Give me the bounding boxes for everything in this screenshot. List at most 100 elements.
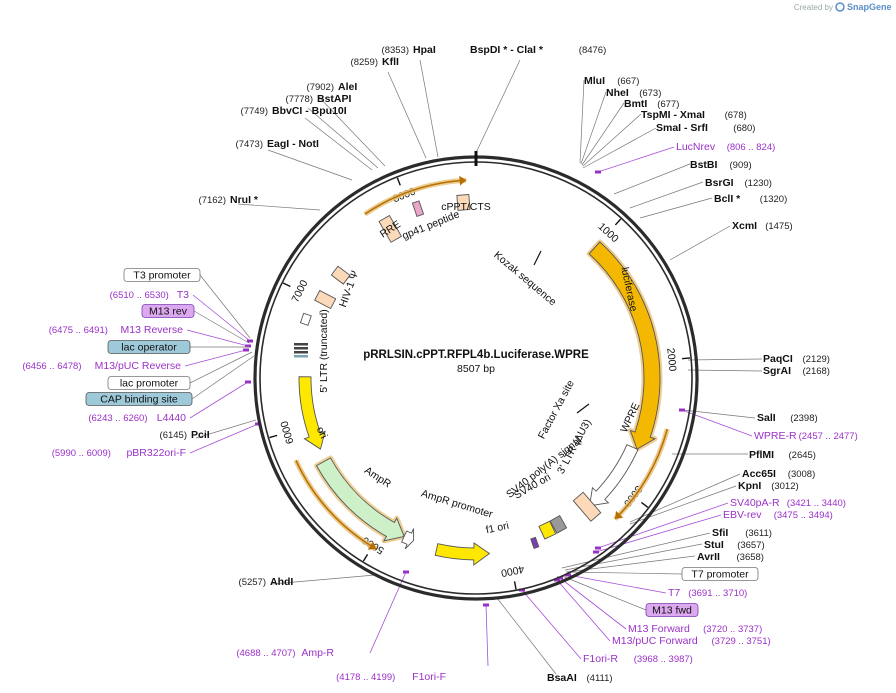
site-leader [579,79,585,164]
site-nrui[interactable]: (7162)NruI * [199,194,259,206]
site-hpai[interactable]: (8353)HpaI [382,44,436,56]
primer-mark [557,576,563,580]
hiv-1-psi-2-feature[interactable] [330,265,351,285]
site-bsrgi[interactable]: BsrGI(1230) [705,177,772,189]
boxed-t3-promoter[interactable]: T3 promoter [123,268,201,282]
site-position: (7902) [307,82,334,93]
site-kfli[interactable]: (8259)KflI [351,56,399,68]
site-leader [564,543,703,571]
primer-range: (2457 .. 2477) [799,431,858,442]
site-mlui[interactable]: MluI(667) [584,75,639,87]
site-sfii[interactable]: SfiI(3611) [712,527,772,539]
site-alei[interactable]: (7902) AleI [307,81,358,93]
site-bstbi[interactable]: BstBI(909) [690,159,752,171]
site-stui[interactable]: StuI(3657) [704,539,765,551]
site-name: AhdI [270,576,293,588]
primer-sv40pa-r[interactable]: SV40pA-R(3421 .. 3440) [730,497,846,509]
primer-m13-puc-forward[interactable]: M13/pUC Forward(3729 .. 3751) [612,635,771,647]
boxed-lac-operator[interactable]: lac operator [107,340,191,354]
primer-lucnrev[interactable]: LucNrev(806 .. 824) [676,141,775,153]
hiv-1-psi-feature[interactable] [314,289,337,310]
boxed-lac-promoter[interactable]: lac promoter [107,376,191,390]
sv40-poly-a-feature[interactable] [538,520,557,540]
boxed-frame [107,376,191,390]
primer-m13-forward[interactable]: M13 Forward(3720 .. 3737) [628,623,762,635]
boxed-text: M13 fwd [652,605,692,617]
site-acc65i[interactable]: Acc65I(3008) [742,468,815,480]
boxed-m13-rev[interactable]: M13 rev [141,304,195,318]
factor-xa-site-label: Factor Xa site [536,378,577,441]
primer-leader [567,574,667,594]
site-tspmi-xmai[interactable]: TspMI - XmaI(678) [641,109,747,121]
boxed-t7-promoter[interactable]: T7 promoter [681,567,759,581]
boxed-leader [561,575,647,611]
boxed-frame [141,304,195,318]
site-kpni[interactable]: KpnI(3012) [738,480,799,492]
f1-ori-feature[interactable] [434,542,491,566]
site-leader [639,197,713,219]
primer-name: M13/pUC Forward [612,635,698,647]
primer-t3[interactable]: T3(6510 .. 6530) [110,289,190,301]
site-bspdi-clai[interactable]: BspDI * - ClaI *(8476) [470,44,606,56]
site-bsaai[interactable]: BsaAI(4111) [547,672,613,684]
site-leader [387,71,427,159]
boxed-leader [193,310,250,344]
site-sali[interactable]: SalI(2398) [757,412,818,424]
site-bstapi[interactable]: (7778)BstAPI [286,93,352,105]
primer-m13-reverse[interactable]: M13 Reverse(6475 .. 6491) [49,324,183,336]
primer-amp-r[interactable]: Amp-R(4688 .. 4707) [236,647,334,659]
primer-leader [186,329,249,347]
primer-f1ori-f[interactable]: F1ori-F(4178 .. 4199) [336,671,446,683]
primer-pbr322ori-f[interactable]: pBR322ori-F(5990 .. 6009) [52,447,186,459]
primer-l4440[interactable]: L4440(6243 .. 6260) [88,412,186,424]
site-name: XcmI [732,220,757,232]
site-pflmi[interactable]: PflMI(2645) [749,449,816,461]
wpre-feature[interactable] [589,444,639,507]
site-avrii[interactable]: AvrII(3658) [697,551,764,563]
site-sgrai[interactable]: SgrAI(2168) [763,365,830,377]
primer-mark [483,603,489,607]
boxed-m13-fwd[interactable]: M13 fwd [645,603,699,617]
boxed-leader [189,351,253,384]
m13-marker-feature[interactable] [530,536,540,549]
3-ltr-feature[interactable] [572,491,602,522]
site-eagi-noti[interactable]: (7473)EagI - NotI [236,138,319,150]
site-nhei[interactable]: NheI(673) [606,87,661,99]
site-bmti[interactable]: BmtI(677) [624,98,679,110]
sv40-ori-feature[interactable] [549,515,568,534]
site-bbvci-bpu10i[interactable]: (7749)BbvCI - Bpu10I [241,105,347,117]
site-position: (677) [657,99,679,110]
primer-f1ori-r[interactable]: F1ori-R(3968 .. 3987) [583,653,693,665]
luciferase-feature[interactable] [588,241,661,450]
primer-m13-puc-reverse[interactable]: M13/pUC Reverse(6456 .. 6478) [22,360,181,372]
primer-mark [247,339,253,343]
site-paqci[interactable]: PaqCI(2129) [763,353,830,365]
cppt-feature[interactable] [456,194,471,211]
primer-wpre-r[interactable]: WPRE-R(2457 .. 2477) [754,430,858,442]
ampr-feature[interactable] [315,457,405,542]
tick-3000 [640,501,649,508]
site-position: (673) [639,88,661,99]
primer-ebv-rev[interactable]: EBV-rev(3475 .. 3494) [723,509,833,521]
site-name: AleI [338,81,357,93]
5-ltr-feature[interactable] [299,312,312,326]
primer-t7[interactable]: T7(3691 .. 3710) [668,587,747,599]
primer-leader [556,579,611,642]
site-ahdi[interactable]: (5257)AhdI [239,576,294,588]
gp41-feature[interactable] [411,200,425,217]
primer-leader [184,349,247,367]
ori-feature[interactable] [298,376,326,450]
rre-feature[interactable] [378,214,403,243]
site-xcmi[interactable]: XcmI(1475) [732,220,793,232]
site-smai-srfi[interactable]: SmaI - SrfI(680) [656,122,755,134]
site-pcii[interactable]: (6145)PciI [160,429,210,441]
boxed-frame [645,603,699,617]
primer-range: (3691 .. 3710) [688,588,747,599]
site-bcli[interactable]: BclI *(1320) [714,193,787,205]
ampr-promoter-feature[interactable] [401,528,415,550]
primer-leader [559,577,627,630]
site-leader [687,369,763,372]
boxed-cap-binding-site[interactable]: CAP binding site [85,392,193,406]
site-position: (2398) [790,413,817,424]
boxed-frame [123,268,201,282]
